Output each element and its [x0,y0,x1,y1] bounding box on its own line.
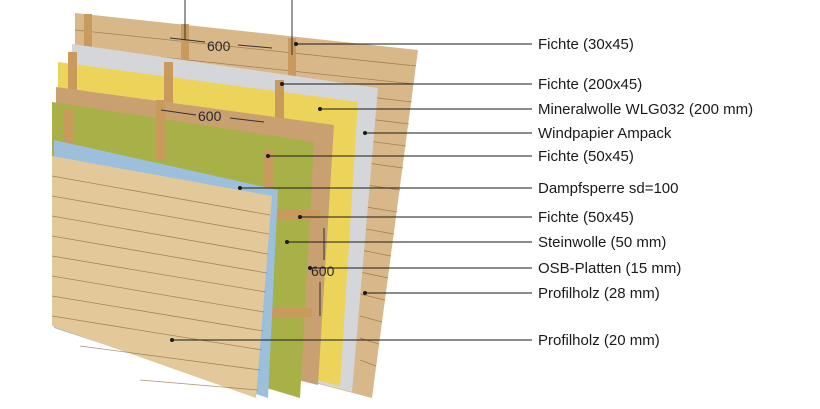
label-steinwolle: Steinwolle (50 mm) [538,234,666,251]
callout-dampfsperre: Dampfsperre sd=100 [238,180,679,197]
dim-middle-label: 600 [198,108,222,124]
callout-fichte-30x45: Fichte (30x45) [294,36,634,53]
label-fichte-30x45: Fichte (30x45) [538,36,634,53]
dimension-vertical: 600 [311,228,335,316]
label-fichte-50x45-a: Fichte (50x45) [538,148,634,165]
callout-fichte-200x45: Fichte (200x45) [280,76,642,93]
batten-30x45-c [288,38,296,88]
callout-steinwolle: Steinwolle (50 mm) [285,234,666,251]
callout-windpapier: Windpapier Ampack [363,125,672,142]
label-profilholz-28: Profilholz (28 mm) [538,285,660,302]
callout-profilholz-28: Profilholz (28 mm) [363,285,660,302]
label-osb: OSB-Platten (15 mm) [538,260,681,277]
callout-fichte-50x45-a: Fichte (50x45) [266,148,634,165]
label-fichte-200x45: Fichte (200x45) [538,76,642,93]
dim-top-label: 600 [207,38,231,54]
label-windpapier: Windpapier Ampack [538,125,672,142]
callout-fichte-50x45-b: Fichte (50x45) [298,209,634,226]
layer-profilholz-20 [51,156,272,398]
callout-profilholz-20: Profilholz (20 mm) [170,332,660,349]
dimension-middle: 600 [160,108,265,124]
label-dampfsperre: Dampfsperre sd=100 [538,180,679,197]
dimension-top: 600 [169,0,293,55]
batten-30x45-a [84,14,92,64]
dim-vertical-label: 600 [311,263,335,279]
label-profilholz-20: Profilholz (20 mm) [538,332,660,349]
callout-osb: OSB-Platten (15 mm) [308,260,681,277]
batten-30x45-b [181,24,189,74]
label-fichte-50x45-b: Fichte (50x45) [538,209,634,226]
label-mineralwolle: Mineralwolle WLG032 (200 mm) [538,101,753,118]
callout-mineralwolle: Mineralwolle WLG032 (200 mm) [318,101,753,118]
